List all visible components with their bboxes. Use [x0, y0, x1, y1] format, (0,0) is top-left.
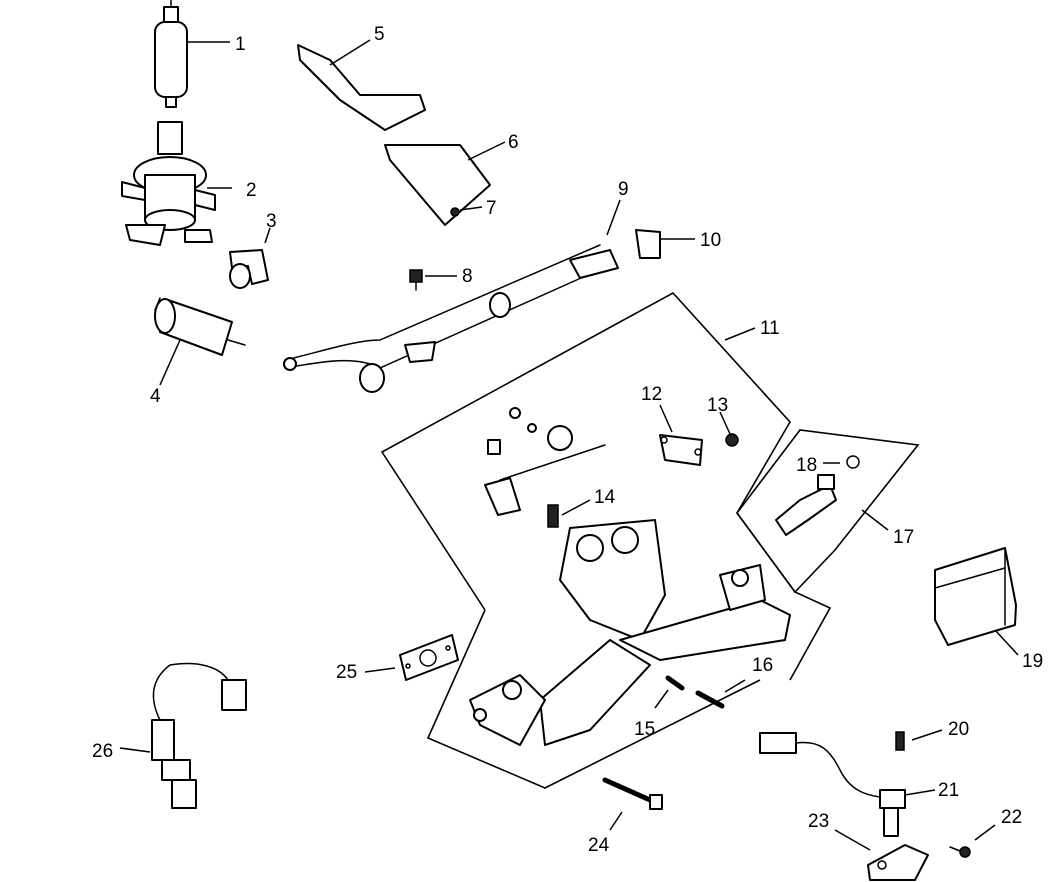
fuel-rail — [283, 244, 619, 393]
fuel-injector — [775, 474, 837, 536]
bolt-16 — [695, 690, 725, 709]
leader-lines — [119, 39, 1019, 851]
o-ring — [846, 455, 860, 469]
callout-24: 24 — [588, 835, 610, 856]
oxygen-sensor — [151, 662, 247, 809]
bolt-8 — [409, 269, 423, 291]
heat-shield-bracket — [297, 44, 426, 131]
intake-manifold — [469, 519, 791, 746]
group-outline-17 — [736, 429, 920, 594]
callout-15: 15 — [634, 719, 655, 740]
group-outline-11 — [380, 291, 832, 681]
callout-25: 25 — [336, 662, 357, 683]
callout-18: 18 — [796, 455, 817, 476]
callout-23: 23 — [808, 811, 829, 832]
callout-10: 10 — [700, 230, 721, 251]
fuel-filter — [154, 297, 246, 356]
bolt-22 — [949, 846, 971, 858]
callout-8: 8 — [462, 266, 473, 287]
callout-4: 4 — [150, 386, 161, 407]
callout-5: 5 — [374, 24, 385, 45]
callout-14: 14 — [594, 487, 616, 508]
long-bolt — [602, 777, 663, 810]
callout-19: 19 — [1022, 651, 1043, 672]
throttle-shaft-assembly — [484, 407, 606, 516]
callout-12: 12 — [641, 384, 662, 405]
callout-22: 22 — [1001, 807, 1022, 828]
clip — [635, 229, 661, 259]
heat-shield — [384, 144, 491, 226]
callout-7: 7 — [486, 198, 497, 219]
pressure-regulator — [121, 121, 216, 246]
screw-13 — [725, 433, 739, 447]
elbow-fitting — [229, 249, 269, 289]
callout-11: 11 — [760, 318, 780, 339]
bolt-20 — [895, 731, 905, 751]
stud-15 — [665, 675, 685, 691]
callout-21: 21 — [938, 780, 959, 801]
gasket — [399, 634, 459, 681]
callout-3: 3 — [266, 211, 277, 232]
group-outline-11-lower — [426, 609, 761, 789]
throttle-position-sensor — [659, 434, 703, 466]
screw-14 — [547, 504, 559, 528]
callout-16: 16 — [752, 655, 773, 676]
callout-17: 17 — [893, 527, 914, 548]
callout-labels: 1 2 3 4 5 6 7 8 9 10 11 12 13 14 15 16 1… — [92, 24, 1043, 856]
sensor-bracket — [867, 844, 929, 881]
callout-1: 1 — [235, 34, 246, 55]
fuel-pump — [154, 0, 188, 108]
callout-6: 6 — [508, 132, 519, 153]
engine-control-unit — [934, 547, 1017, 646]
crank-position-sensor — [759, 732, 906, 837]
callout-26: 26 — [92, 741, 113, 762]
callout-13: 13 — [707, 395, 728, 416]
callout-9: 9 — [618, 179, 629, 200]
callout-20: 20 — [948, 719, 969, 740]
bolt-7 — [450, 207, 460, 217]
callout-2: 2 — [246, 180, 257, 201]
